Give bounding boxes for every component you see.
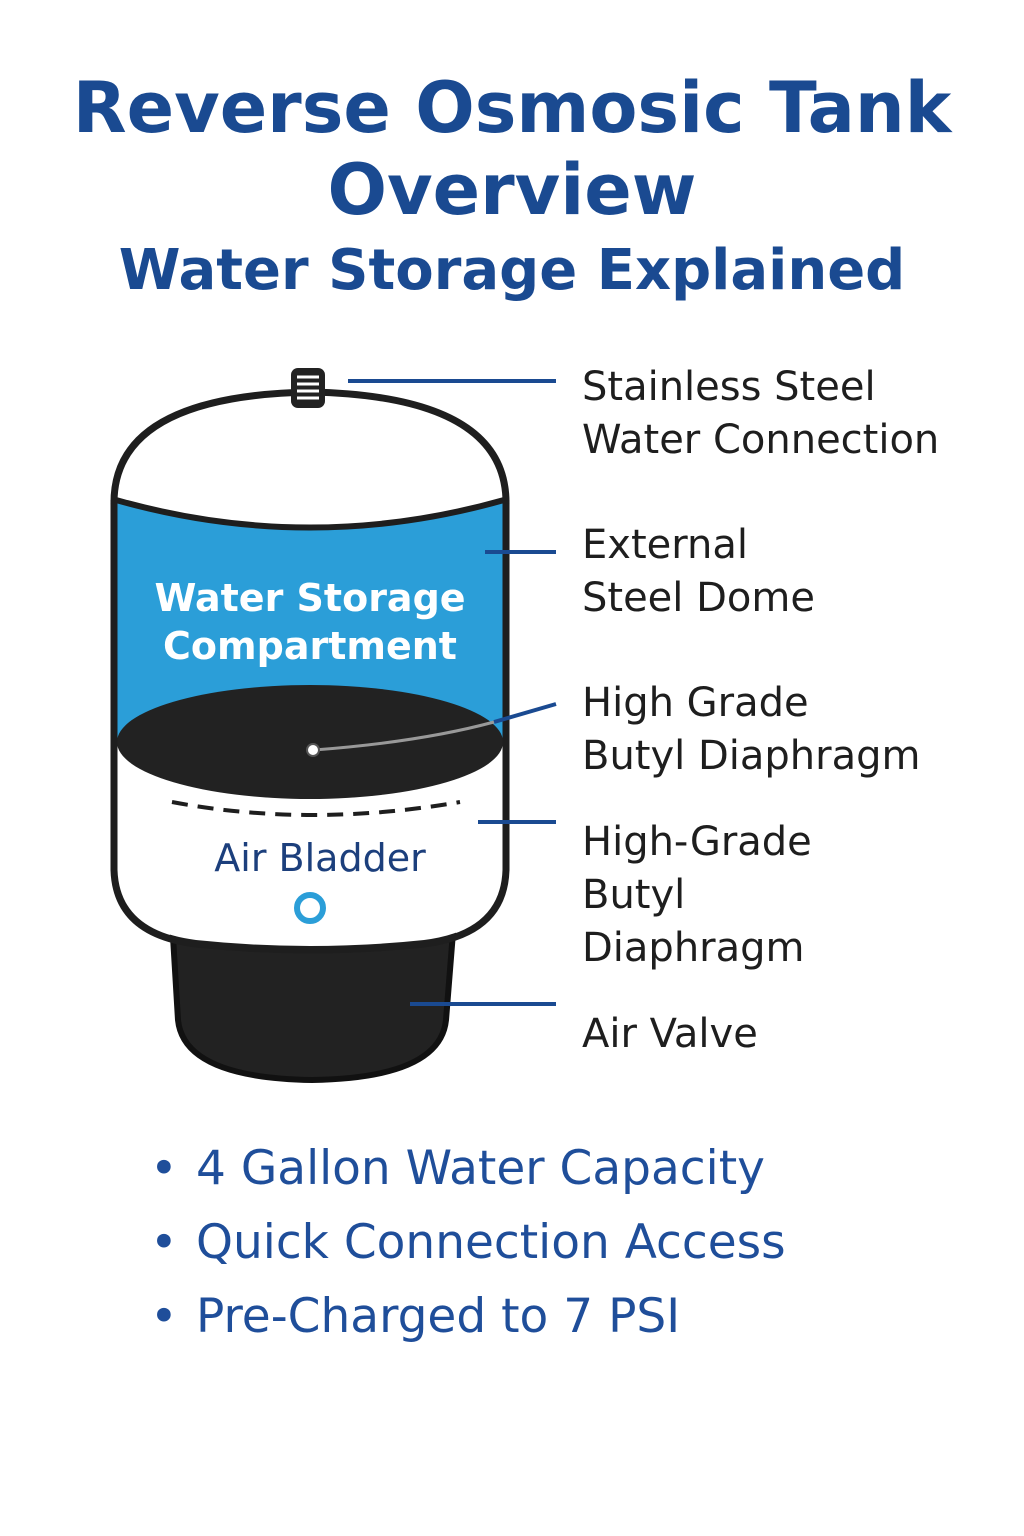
- bullet-icon: •: [150, 1289, 178, 1344]
- feature-text: Quick Connection Access: [196, 1215, 786, 1270]
- callout-line: Butyl Diaphragm: [582, 733, 921, 779]
- dome-rim: [115, 497, 505, 531]
- water-compartment-label: Water Storage Compartment: [120, 574, 500, 670]
- feature-item: • 4 Gallon Water Capacity: [150, 1132, 786, 1206]
- air-valve-icon: [294, 892, 326, 924]
- callout-line: Stainless Steel: [582, 364, 876, 410]
- bullet-icon: •: [150, 1215, 178, 1270]
- feature-list: • 4 Gallon Water Capacity • Quick Connecti…: [150, 1132, 786, 1354]
- callout-line: High Grade: [582, 680, 809, 726]
- callout-line: External: [582, 522, 748, 568]
- title-line-1: Reverse Osmosic Tank: [72, 67, 952, 149]
- callout-line: Diaphragm: [582, 925, 805, 971]
- bladder-dashed-line: [171, 800, 461, 817]
- callout-butyl-diaphragm: High Grade Butyl Diaphragm: [582, 677, 920, 783]
- callout-line: Steel Dome: [582, 575, 815, 621]
- callout-line: Air Valve: [582, 1011, 758, 1057]
- diaphragm-dot: [306, 743, 320, 757]
- bullet-icon: •: [150, 1141, 178, 1196]
- tank-base: [168, 917, 458, 1084]
- callout-line: Water Connection: [582, 417, 940, 463]
- feature-item: • Pre-Charged to 7 PSI: [150, 1280, 786, 1354]
- water-compartment-label-line: Water Storage: [154, 576, 466, 620]
- water-compartment-label-line: Compartment: [163, 624, 457, 668]
- feature-item: • Quick Connection Access: [150, 1206, 786, 1280]
- water-connection-fitting: [291, 368, 325, 408]
- feature-text: 4 Gallon Water Capacity: [196, 1141, 765, 1196]
- feature-text: Pre-Charged to 7 PSI: [196, 1289, 681, 1344]
- water-compartment: [116, 500, 504, 738]
- callout-line: High-Grade: [582, 819, 812, 865]
- callout-line: Butyl: [582, 872, 686, 918]
- title-line-2: Overview: [327, 149, 697, 231]
- callout-high-grade-butyl-diaphragm: High-Grade Butyl Diaphragm: [582, 816, 812, 975]
- tank-outline: [110, 500, 510, 954]
- callout-water-connection: Stainless Steel Water Connection: [582, 361, 939, 467]
- tank-dome: [110, 388, 510, 506]
- subtitle: Water Storage Explained: [118, 238, 906, 303]
- callout-air-valve: Air Valve: [582, 1008, 758, 1061]
- diaphragm: [117, 685, 503, 799]
- callout-steel-dome: External Steel Dome: [582, 519, 815, 625]
- air-bladder-label: Air Bladder: [214, 836, 426, 880]
- diaphragm-wire: [313, 720, 495, 752]
- leader-line-diaphragm: [493, 702, 557, 724]
